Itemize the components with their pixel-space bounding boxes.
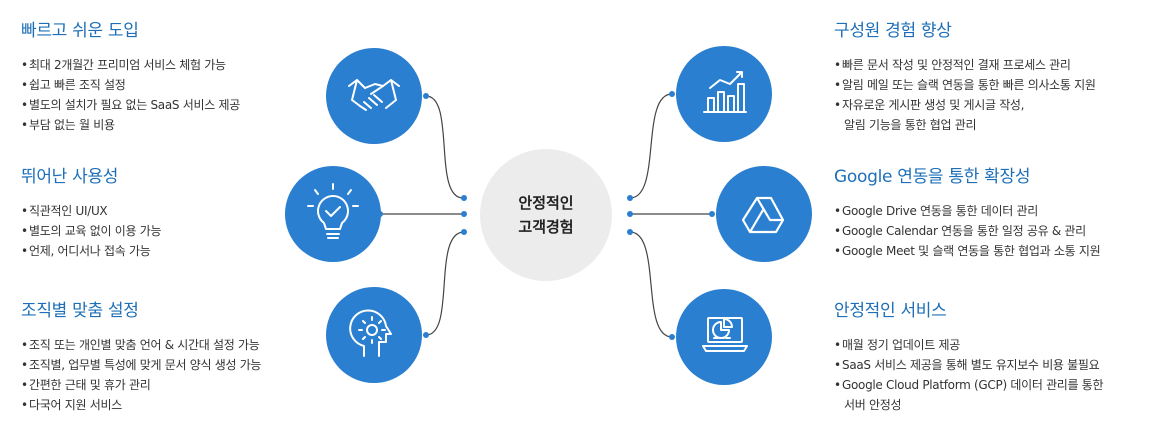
list-item: 부담 없는 월 비용 [21, 115, 240, 135]
laptop-chart-icon [676, 289, 772, 385]
growth-chart-icon [676, 46, 772, 142]
list-item: 매월 정기 업데이트 제공 [834, 335, 1103, 355]
connector-line [629, 231, 673, 338]
feature-list: 최대 2개월간 프리미엄 서비스 체험 가능 쉽고 빠른 조직 설정 별도의 설… [21, 55, 240, 135]
connector-line [425, 231, 465, 336]
list-item: 조직별, 업무별 특성에 맞게 문서 양식 생성 가능 [21, 355, 261, 375]
feature-title: 조직별 맞춤 설정 [21, 301, 139, 321]
list-item: Google Meet 및 슬랙 연동을 통한 협업과 소통 지원 [834, 241, 1101, 261]
feature-list: 직관적인 UI/UX 별도의 교육 없이 이용 가능 언제, 어디서나 접속 가… [21, 201, 162, 261]
feature-title: 구성원 경험 향상 [834, 21, 952, 41]
feature-title: 뛰어난 사용성 [21, 167, 119, 187]
center-label-line2: 고객경험 [518, 218, 574, 236]
list-item: Google Drive 연동을 통한 데이터 관리 [834, 201, 1100, 221]
connector-dot [627, 229, 633, 235]
list-item: 알림 메일 또는 슬랙 연동을 통한 빠른 의사소통 지원 [834, 75, 1096, 95]
google-drive-icon [716, 166, 812, 262]
feature-list: 조직 또는 개인별 맞춤 언어 & 시간대 설정 가능 조직별, 업무별 특성에… [21, 335, 261, 415]
connector-dot [461, 229, 467, 235]
list-item: 최대 2개월간 프리미엄 서비스 체험 가능 [21, 55, 240, 75]
connector-dot [627, 195, 633, 201]
list-item: SaaS 서비스 제공을 통해 별도 유지보수 비용 불필요 [834, 355, 1103, 375]
connector-line [425, 95, 465, 199]
list-item: 직관적인 UI/UX [21, 201, 161, 221]
list-item: Google Cloud Platform (GCP) 데이터 관리를 통한서버… [834, 375, 1104, 415]
list-item: 자유로운 게시판 생성 및 게시글 작성,알림 기능을 통한 협업 관리 [834, 95, 1096, 135]
list-item: 별도의 설치가 필요 없는 SaaS 서비스 제공 [21, 95, 240, 115]
connector-dot [423, 93, 429, 99]
head-gear-icon [326, 287, 422, 383]
connector-line [629, 93, 673, 199]
center-label: 안정적인 고객경험 [480, 159, 612, 271]
list-item: 다국어 지원 서비스 [21, 395, 261, 415]
feature-block-google-integration: Google 연동을 통한 확장성 Google Drive 연동을 통한 데이… [834, 162, 1101, 261]
feature-list: 빠른 문서 작성 및 안정적인 결재 프로세스 관리 알림 메일 또는 슬랙 연… [834, 55, 1096, 135]
handshake-icon [326, 48, 422, 144]
feature-list: 매월 정기 업데이트 제공 SaaS 서비스 제공을 통해 별도 유지보수 비용… [834, 335, 1104, 415]
feature-list: Google Drive 연동을 통한 데이터 관리 Google Calend… [834, 201, 1101, 261]
connector-dot [461, 211, 467, 217]
feature-block-stable-service: 안정적인 서비스 매월 정기 업데이트 제공 SaaS 서비스 제공을 통해 별… [834, 296, 1104, 415]
connector-dot [423, 332, 429, 338]
feature-title: Google 연동을 통한 확장성 [834, 167, 1031, 187]
center-label-line1: 안정적인 [518, 194, 574, 212]
list-item: 별도의 교육 없이 이용 가능 [21, 221, 162, 241]
feature-block-member-experience: 구성원 경험 향상 빠른 문서 작성 및 안정적인 결재 프로세스 관리 알림 … [834, 16, 1096, 135]
feature-block-easy-adoption: 빠르고 쉬운 도입 최대 2개월간 프리미엄 서비스 체험 가능 쉽고 빠른 조… [21, 16, 240, 135]
list-item: 쉽고 빠른 조직 설정 [21, 75, 240, 95]
list-item: 빠른 문서 작성 및 안정적인 결재 프로세스 관리 [834, 55, 1096, 75]
connector-dot [709, 211, 715, 217]
lightbulb-icon [285, 166, 381, 262]
feature-block-custom-settings: 조직별 맞춤 설정 조직 또는 개인별 맞춤 언어 & 시간대 설정 가능 조직… [21, 296, 261, 415]
feature-block-usability: 뛰어난 사용성 직관적인 UI/UX 별도의 교육 없이 이용 가능 언제, 어… [21, 162, 162, 261]
connector-dot [669, 334, 675, 340]
connector-dot [627, 211, 633, 217]
center-circle [480, 149, 612, 281]
feature-title: 안정적인 서비스 [834, 301, 947, 321]
list-item: 언제, 어디서나 접속 가능 [21, 241, 161, 261]
list-item: 조직 또는 개인별 맞춤 언어 & 시간대 설정 가능 [21, 335, 261, 355]
feature-title: 빠르고 쉬운 도입 [21, 21, 139, 41]
list-item: Google Calendar 연동을 통한 일정 공유 & 관리 [834, 221, 1100, 241]
list-item: 간편한 근태 및 휴가 관리 [21, 375, 261, 395]
connector-dot [669, 91, 675, 97]
connector-dot [461, 195, 467, 201]
